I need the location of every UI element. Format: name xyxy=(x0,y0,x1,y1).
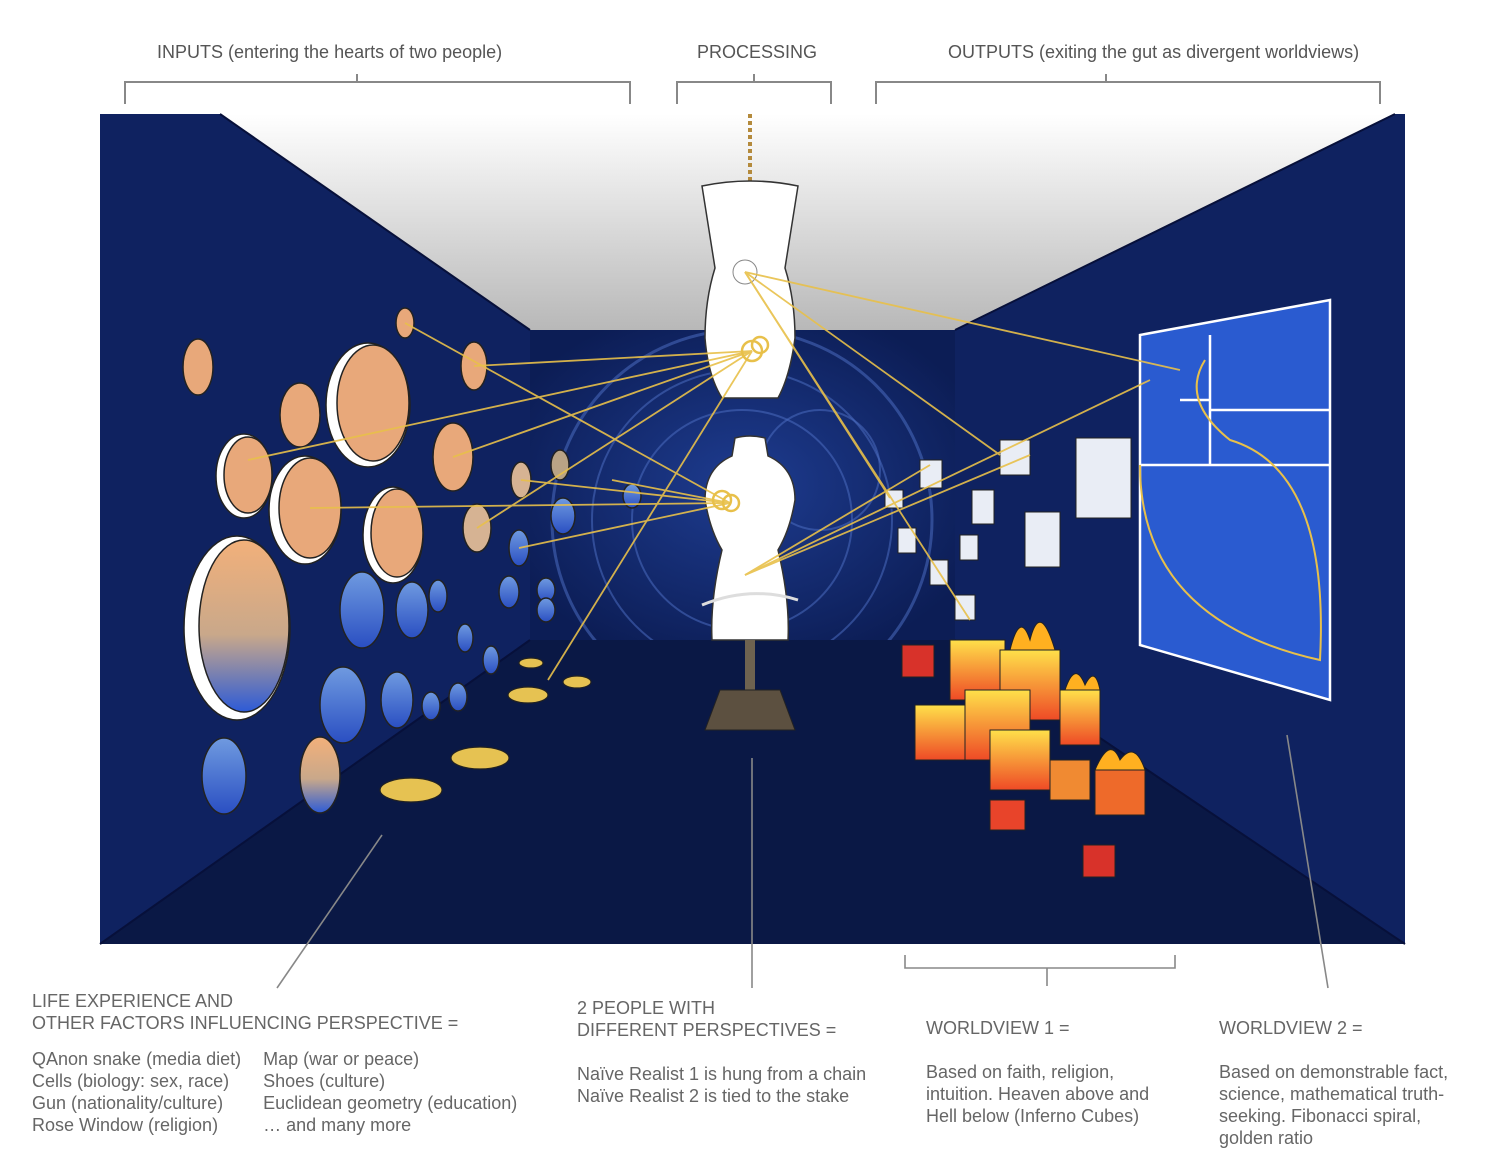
list-item: Naïve Realist 2 is tied to the stake xyxy=(577,1086,850,1106)
cube-6 xyxy=(1059,689,1101,746)
list-item: Gun (nationality/culture) xyxy=(32,1093,224,1113)
frame-4 xyxy=(971,489,995,525)
caption-worldview-2: WORLDVIEW 2 = Based on demonstrable fact… xyxy=(1219,1017,1489,1149)
input-discs xyxy=(182,307,642,815)
caption-life-experience: LIFE EXPERIENCE AND OTHER FACTORS INFLUE… xyxy=(32,990,572,1136)
naive-realist-2-stake xyxy=(701,435,799,731)
naive-realist-1-hung xyxy=(701,114,799,399)
caption-life-col1: QAnon snake (media diet) Cells (biology:… xyxy=(32,1048,241,1136)
disc-map xyxy=(325,342,411,468)
caption-two-people: 2 PEOPLE WITH DIFFERENT PERSPECTIVES = N… xyxy=(577,997,907,1107)
disc-medium xyxy=(268,455,342,565)
list-item: Rose Window (religion) xyxy=(32,1115,219,1135)
shoes-plate-4 xyxy=(562,675,592,689)
disc-cells xyxy=(183,535,291,721)
cube-9 xyxy=(989,799,1026,831)
stake-base xyxy=(704,689,796,731)
shoes-plate-2 xyxy=(450,746,510,770)
ceiling xyxy=(220,114,1395,330)
header-inputs: INPUTS (entering the hearts of two peopl… xyxy=(157,42,503,62)
shoes-icon xyxy=(379,777,443,803)
cube-8 xyxy=(1094,769,1146,816)
list-item: seeking. Fibonacci spiral, xyxy=(1219,1106,1422,1126)
list-item: Based on demonstrable fact, xyxy=(1219,1062,1449,1082)
photo-frames xyxy=(884,437,1132,621)
frame-1 xyxy=(1075,437,1132,519)
header-processing: PROCESSING xyxy=(697,42,818,62)
list-item: intuition. Heaven above and xyxy=(926,1084,1150,1104)
shoes-plate-5 xyxy=(518,657,544,669)
frame-6 xyxy=(959,534,979,561)
bracket-processing xyxy=(676,74,832,104)
disc-far-blue-10 xyxy=(448,682,468,712)
fibonacci-spiral-panel xyxy=(1138,298,1332,702)
shoe-plates xyxy=(379,657,592,803)
disc-far-blue-11 xyxy=(421,691,441,721)
disc-fingerprint xyxy=(201,737,247,815)
caption-worldview1-head: WORLDVIEW 1 = xyxy=(926,1018,1070,1038)
disc-top-left xyxy=(182,338,214,396)
cube-7 xyxy=(1049,759,1091,801)
cube-5 xyxy=(989,729,1051,791)
disc-labyrinth xyxy=(339,571,385,649)
list-item: … and many more xyxy=(263,1115,412,1135)
stake-icon xyxy=(745,640,755,690)
disc-far-blue-8 xyxy=(456,623,474,653)
disc-rose-window xyxy=(362,486,424,584)
disc-snake xyxy=(215,433,273,519)
threads xyxy=(247,271,1181,681)
disc-euclid xyxy=(319,666,367,744)
shoes-plate-3 xyxy=(507,686,549,704)
caption-life-head-1: LIFE EXPERIENCE AND xyxy=(32,991,234,1011)
list-item: Cells (biology: sex, race) xyxy=(32,1071,230,1091)
list-item: Based on faith, religion, xyxy=(926,1062,1115,1082)
disc-far-blue-9 xyxy=(482,645,500,675)
inferno-cubes xyxy=(901,621,1146,878)
caption-people-head-2: DIFFERENT PERSPECTIVES = xyxy=(577,1020,837,1040)
disc-far-blue-4 xyxy=(428,579,448,613)
cube-10 xyxy=(901,644,935,678)
bracket-inputs xyxy=(124,74,631,104)
caption-worldview2-head: WORLDVIEW 2 = xyxy=(1219,1018,1363,1038)
frame-8 xyxy=(954,594,976,621)
list-item: Euclidean geometry (education) xyxy=(263,1093,518,1113)
disc-blue-small xyxy=(395,581,429,639)
cube-11 xyxy=(1082,844,1116,878)
disc-small-orange xyxy=(279,382,321,448)
pointer-lines xyxy=(276,734,1329,989)
bracket-outputs xyxy=(875,74,1381,104)
disc-far-blue-6 xyxy=(536,597,556,623)
disc-blue-mid xyxy=(380,671,414,729)
frame-2 xyxy=(1024,511,1061,568)
disc-far-blue-2 xyxy=(550,497,576,535)
caption-worldview-1: WORLDVIEW 1 = Based on faith, religion, … xyxy=(926,1017,1196,1127)
flame-icon-2 xyxy=(1064,673,1101,691)
caption-life-col2: Map (war or peace) Shoes (culture) Eucli… xyxy=(263,1048,517,1136)
list-item: Shoes (culture) xyxy=(263,1071,386,1091)
cube-3 xyxy=(914,704,966,761)
caption-people-head-1: 2 PEOPLE WITH xyxy=(577,998,716,1018)
frame-5 xyxy=(919,459,943,489)
flame-icon xyxy=(1009,621,1056,651)
flame-icon-3 xyxy=(1094,749,1146,771)
list-item: Hell below (Inferno Cubes) xyxy=(926,1106,1140,1126)
disc-far-blue-3 xyxy=(498,575,520,609)
list-item: science, mathematical truth- xyxy=(1219,1084,1445,1104)
list-item: Map (war or peace) xyxy=(263,1049,420,1069)
list-item: golden ratio xyxy=(1219,1128,1314,1148)
caption-life-head-2: OTHER FACTORS INFLUENCING PERSPECTIVE = xyxy=(32,1013,459,1033)
list-item: QAnon snake (media diet) xyxy=(32,1049,242,1069)
list-item: Naïve Realist 1 is hung from a chain xyxy=(577,1064,867,1084)
header-outputs: OUTPUTS (exiting the gut as divergent wo… xyxy=(948,42,1360,62)
frame-9 xyxy=(897,527,917,554)
disc-bottom xyxy=(299,736,341,814)
